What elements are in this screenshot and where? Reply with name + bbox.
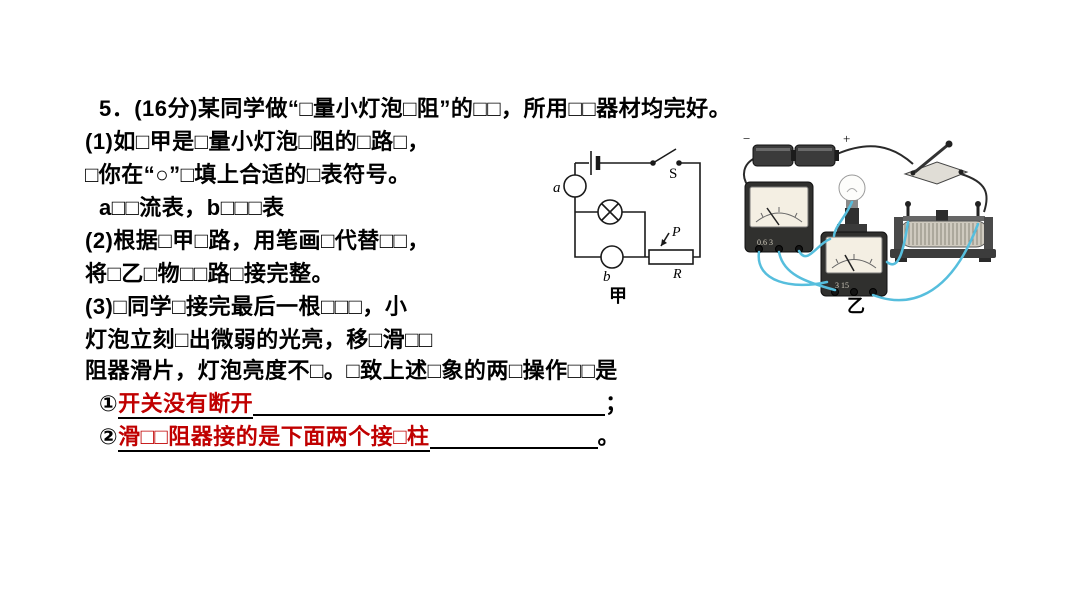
photo-switch (903, 140, 969, 185)
answer2-blank-underline (429, 427, 598, 449)
battery-symbol (590, 151, 601, 175)
answer1-punctuation: ； (605, 391, 628, 416)
wire (836, 145, 914, 165)
wire (797, 237, 832, 258)
answer1-blank-underline (253, 394, 606, 416)
question-part1-line1: (1)如□甲是□量小灯泡□阻的□路□， (85, 129, 430, 154)
wire (885, 220, 910, 266)
photo-rheostat (890, 201, 996, 262)
question-part1-line2: □你在“○”□填上合适的□表符号。 (85, 162, 411, 187)
photo-voltmeter: 3 15 (820, 231, 888, 297)
wire (777, 250, 837, 292)
answer2-text: 滑□□阻器接的是下面两个接□柱 (118, 424, 430, 452)
answer2-marker: ② (99, 424, 119, 449)
rheostat-symbol (648, 232, 694, 265)
photo-ammeter: 0.6 3 (744, 181, 814, 253)
question-part1-line3: a□□流表，b□□□表 (99, 195, 285, 220)
switch-label: S (669, 166, 677, 182)
voltmeter-label: b (603, 269, 611, 285)
wire (871, 222, 980, 302)
resistor-label: R (672, 267, 682, 282)
answer-line-1: ①开关没有断开 ； (99, 391, 628, 419)
question-part2-line1: (2)根据□甲□路，用笔画□代替□□， (85, 228, 430, 253)
slider-label: P (671, 225, 681, 240)
wire (757, 250, 829, 287)
question-part3-line2: 灯泡立刻□出微弱的光亮，移□滑□□ (85, 327, 433, 352)
question-stem: 5．(16分)某同学做“□量小灯泡□阻”的□□，所用□□器材均完好。 (99, 96, 732, 121)
question-part2-line2: 将□乙□物□□路□接完整。 (85, 261, 334, 286)
circuit-caption: 甲 (609, 286, 627, 306)
wire (681, 162, 701, 258)
question-part3-line1: (3)□同学□接完最后一根□□□，小 (85, 294, 408, 319)
wire (960, 173, 988, 213)
meter-circle-b (600, 245, 624, 269)
answer1-marker: ① (99, 391, 119, 416)
answer2-punctuation: 。 (597, 424, 621, 449)
wire (832, 200, 854, 238)
wire (574, 197, 601, 258)
answer-line-2: ②滑□□阻器接的是下面两个接□柱 。 (99, 424, 621, 452)
circuit-diagram: S a b P R 甲 (553, 148, 701, 306)
ammeter-label: a (553, 180, 561, 196)
wire (622, 211, 646, 257)
apparatus-photo: − + 0.6 3 (742, 132, 996, 316)
photo-caption: 乙 (847, 296, 865, 316)
ammeter-scale-label: 0.6 3 (757, 238, 773, 247)
switch-symbol (650, 148, 682, 166)
battery-minus-label: − (743, 132, 750, 146)
answer1-text: 开关没有断开 (118, 391, 254, 419)
voltmeter-scale-label: 3 15 (835, 281, 849, 290)
lamp-symbol (597, 199, 623, 225)
battery-plus-label: + (843, 132, 850, 146)
meter-circle-a (563, 174, 587, 198)
photo-battery (752, 144, 839, 167)
question-part3-line3: 阻器滑片，灯泡亮度不□。□致上述□象的两□操作□□是 (85, 358, 618, 383)
